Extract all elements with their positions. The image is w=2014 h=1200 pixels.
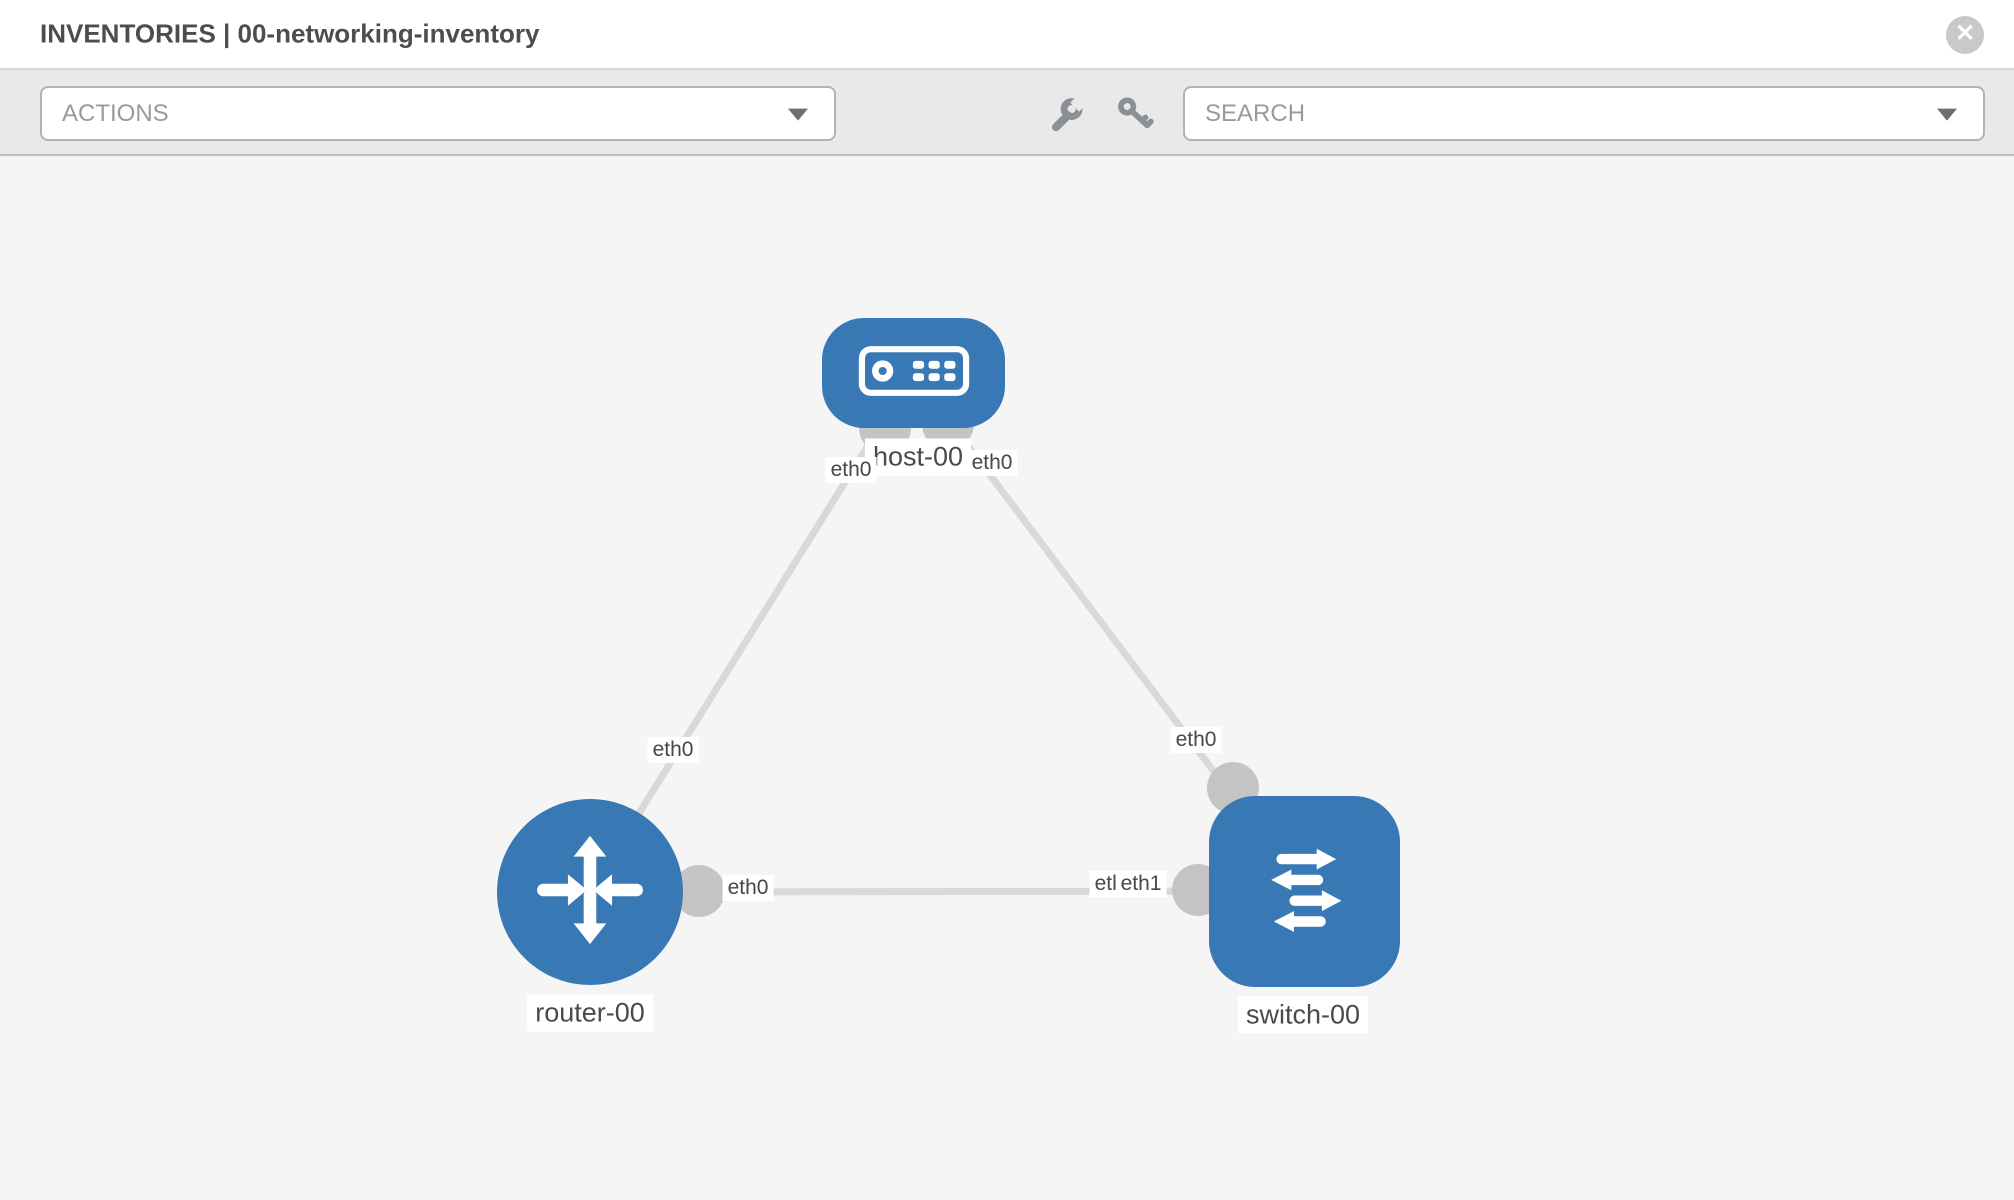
credentials-button[interactable] [1112, 94, 1156, 138]
page-title: INVENTORIES | 00-networking-inventory [40, 18, 540, 49]
interface-label-host-switch-b: eth0 [1170, 727, 1222, 753]
interface-label-router-switch-b: eth1 [1115, 871, 1167, 897]
chevron-down-icon [1937, 108, 1957, 121]
key-icon [1114, 94, 1154, 139]
x-circle-icon: ✕ [1954, 20, 1976, 47]
node-switch-00[interactable] [1209, 796, 1400, 987]
interface-label-host-switch-a: eth0 [966, 450, 1018, 476]
topology-canvas[interactable]: host-00 router-00 switch-00 eth0 eth0 et… [0, 156, 2014, 1200]
wrench-icon [1046, 93, 1088, 139]
edges-layer [587, 370, 1307, 896]
node-label-router: router-00 [527, 994, 653, 1032]
search-dropdown-label: SEARCH [1205, 99, 1306, 127]
chevron-down-icon [788, 108, 808, 121]
search-dropdown[interactable]: SEARCH [1183, 86, 1985, 141]
switch-icon [1240, 824, 1370, 959]
header-bar: INVENTORIES | 00-networking-inventory ✕ [0, 0, 2014, 70]
configure-button[interactable] [1044, 93, 1088, 139]
node-router-00[interactable] [497, 799, 683, 985]
node-label-host: host-00 [864, 438, 972, 476]
node-host-00[interactable] [822, 318, 1005, 428]
close-button[interactable]: ✕ [1946, 16, 1984, 54]
actions-dropdown-label: ACTIONS [62, 99, 169, 127]
toolbar: ACTIONS SEARCH [0, 70, 2014, 156]
actions-dropdown[interactable]: ACTIONS [40, 86, 836, 141]
interface-label-router-switch-a: eth0 [722, 875, 774, 901]
host-icon [858, 345, 970, 402]
node-label-switch: switch-00 [1237, 996, 1369, 1034]
interface-label-host-router-b: eth0 [647, 737, 699, 763]
router-icon [527, 827, 653, 958]
interface-label-host-router-a: eth0 [825, 457, 877, 483]
